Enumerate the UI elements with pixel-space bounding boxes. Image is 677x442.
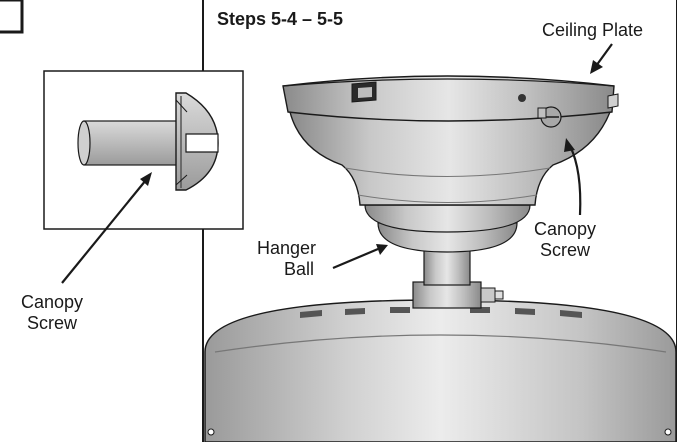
arrow-hanger-ball [332,247,379,270]
label-canopy-screw-right-line1: Canopy [533,219,597,239]
diagram-title: Steps 5-4 – 5-5 [217,9,344,29]
inset-screw [77,92,219,191]
motor-housing [204,299,677,442]
canopy [282,75,619,253]
label-canopy-screw-right: Canopy Screw [523,219,607,261]
label-ceiling-plate: Ceiling Plate [542,20,644,40]
label-canopy-screw-left-line1: Canopy [20,292,84,312]
downrod [412,244,504,309]
label-canopy-screw-right-line2: Screw [539,240,590,260]
arrow-canopy-screw-right [569,145,582,216]
arrow-canopy-screw-left [61,179,147,284]
arrows [61,43,613,284]
label-hanger-ball-line1: Hanger [256,238,316,258]
label-canopy-screw-left: Canopy Screw [10,292,94,334]
arrow-ceiling-plate [595,43,613,67]
label-hanger-ball-line2: Ball [283,259,314,279]
corner-box [0,0,24,34]
label-hanger-ball: Hanger Ball [246,238,316,280]
label-canopy-screw-left-line2: Screw [26,313,77,333]
